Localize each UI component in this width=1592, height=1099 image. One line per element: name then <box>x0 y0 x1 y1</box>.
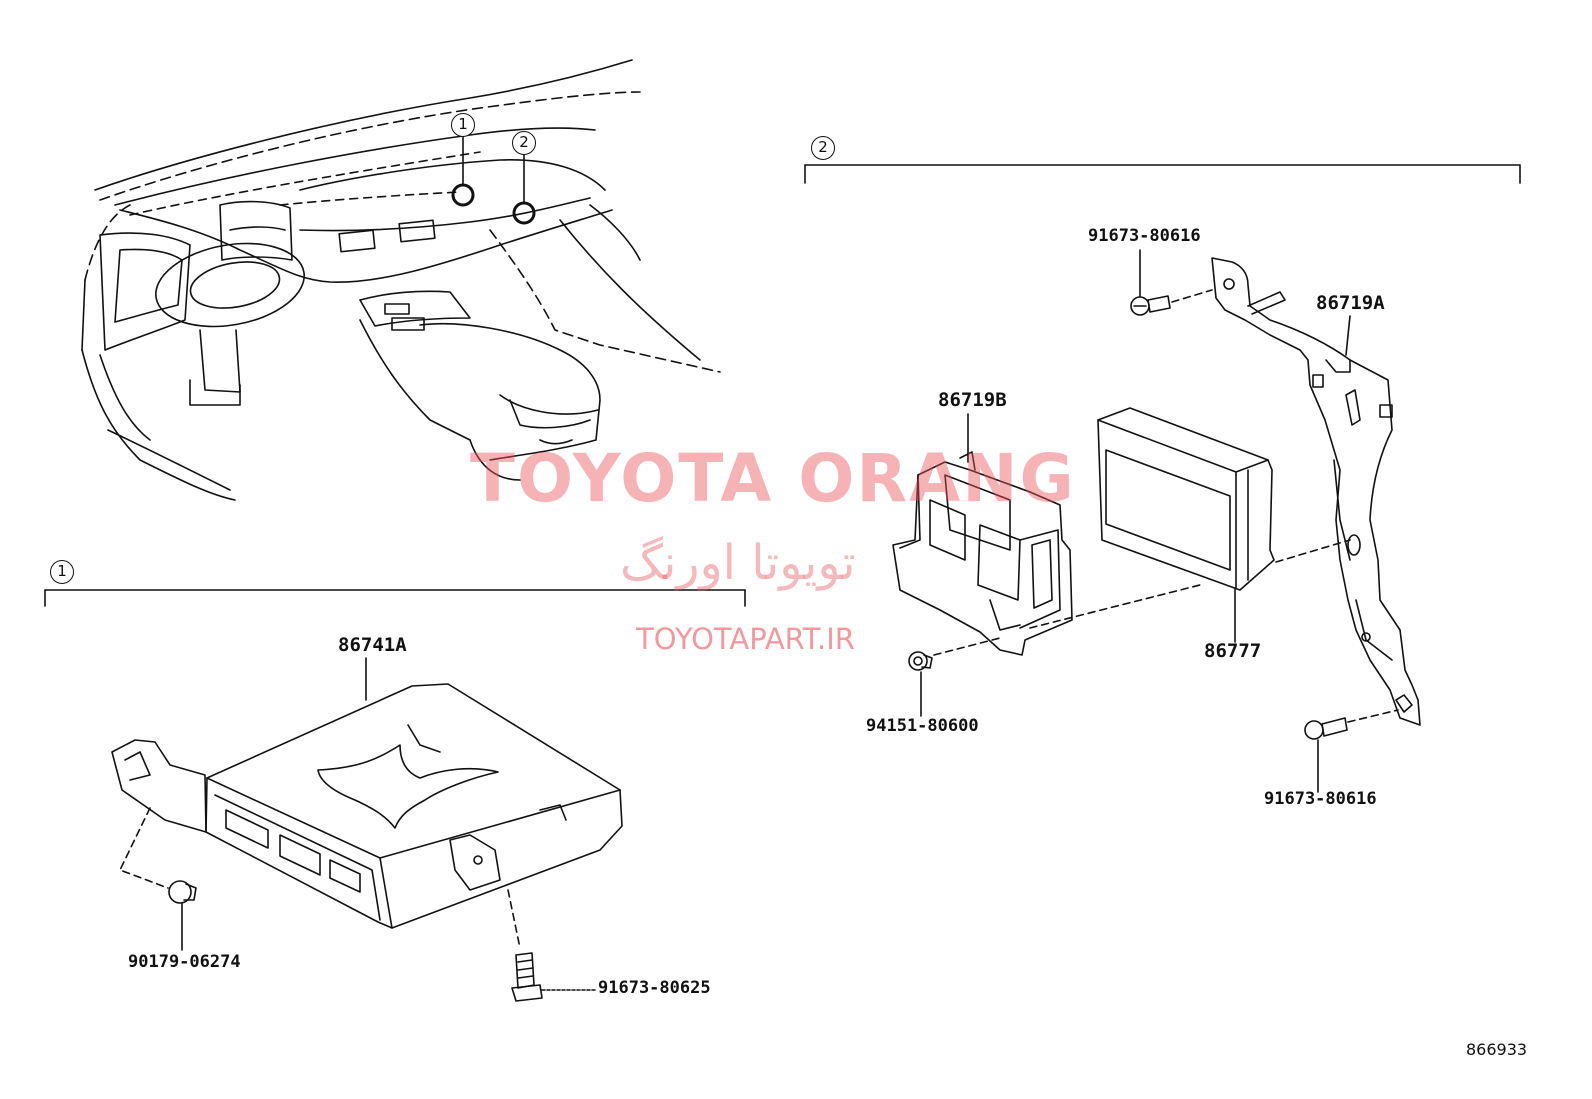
section-1-callout: 1 <box>50 560 74 584</box>
dashboard-overview-drawing <box>81 59 721 501</box>
bracket-86719a-drawing <box>1211 257 1421 726</box>
section-2-callout: 2 <box>811 136 835 160</box>
module-86777-drawing <box>1097 407 1275 591</box>
watermark-title: TOYOTA ORANG <box>470 440 1076 517</box>
diagram-reference-number: 866933 <box>1466 1040 1528 1059</box>
part-label-86719b: 86719B <box>938 389 1007 411</box>
part-label-86719a: 86719A <box>1316 292 1385 314</box>
part-label-94151-80600: 94151-80600 <box>866 716 979 736</box>
bracket-86719b-drawing <box>892 451 1073 656</box>
dash-location-2-callout: 2 <box>512 131 536 155</box>
part-label-86741a: 86741A <box>338 634 407 656</box>
part-label-86777: 86777 <box>1204 640 1262 662</box>
section-2-bracket-line <box>804 164 1521 184</box>
watermark-persian: تویوتا اورنگ <box>620 535 856 591</box>
part-label-90179-06274: 90179-06274 <box>128 952 241 972</box>
part-label-91673-80625: 91673-80625 <box>598 978 711 998</box>
part-label-91673-80616-top: 91673-80616 <box>1088 226 1201 246</box>
computer-86741a-drawing <box>111 657 623 1002</box>
dash-location-1-callout: 1 <box>451 113 475 137</box>
section-1-bracket-line <box>44 589 746 607</box>
watermark-url: TOYOTAPART.IR <box>636 622 855 656</box>
part-label-91673-80616-bottom: 91673-80616 <box>1264 789 1377 809</box>
hardware-right-drawing <box>908 249 1399 793</box>
